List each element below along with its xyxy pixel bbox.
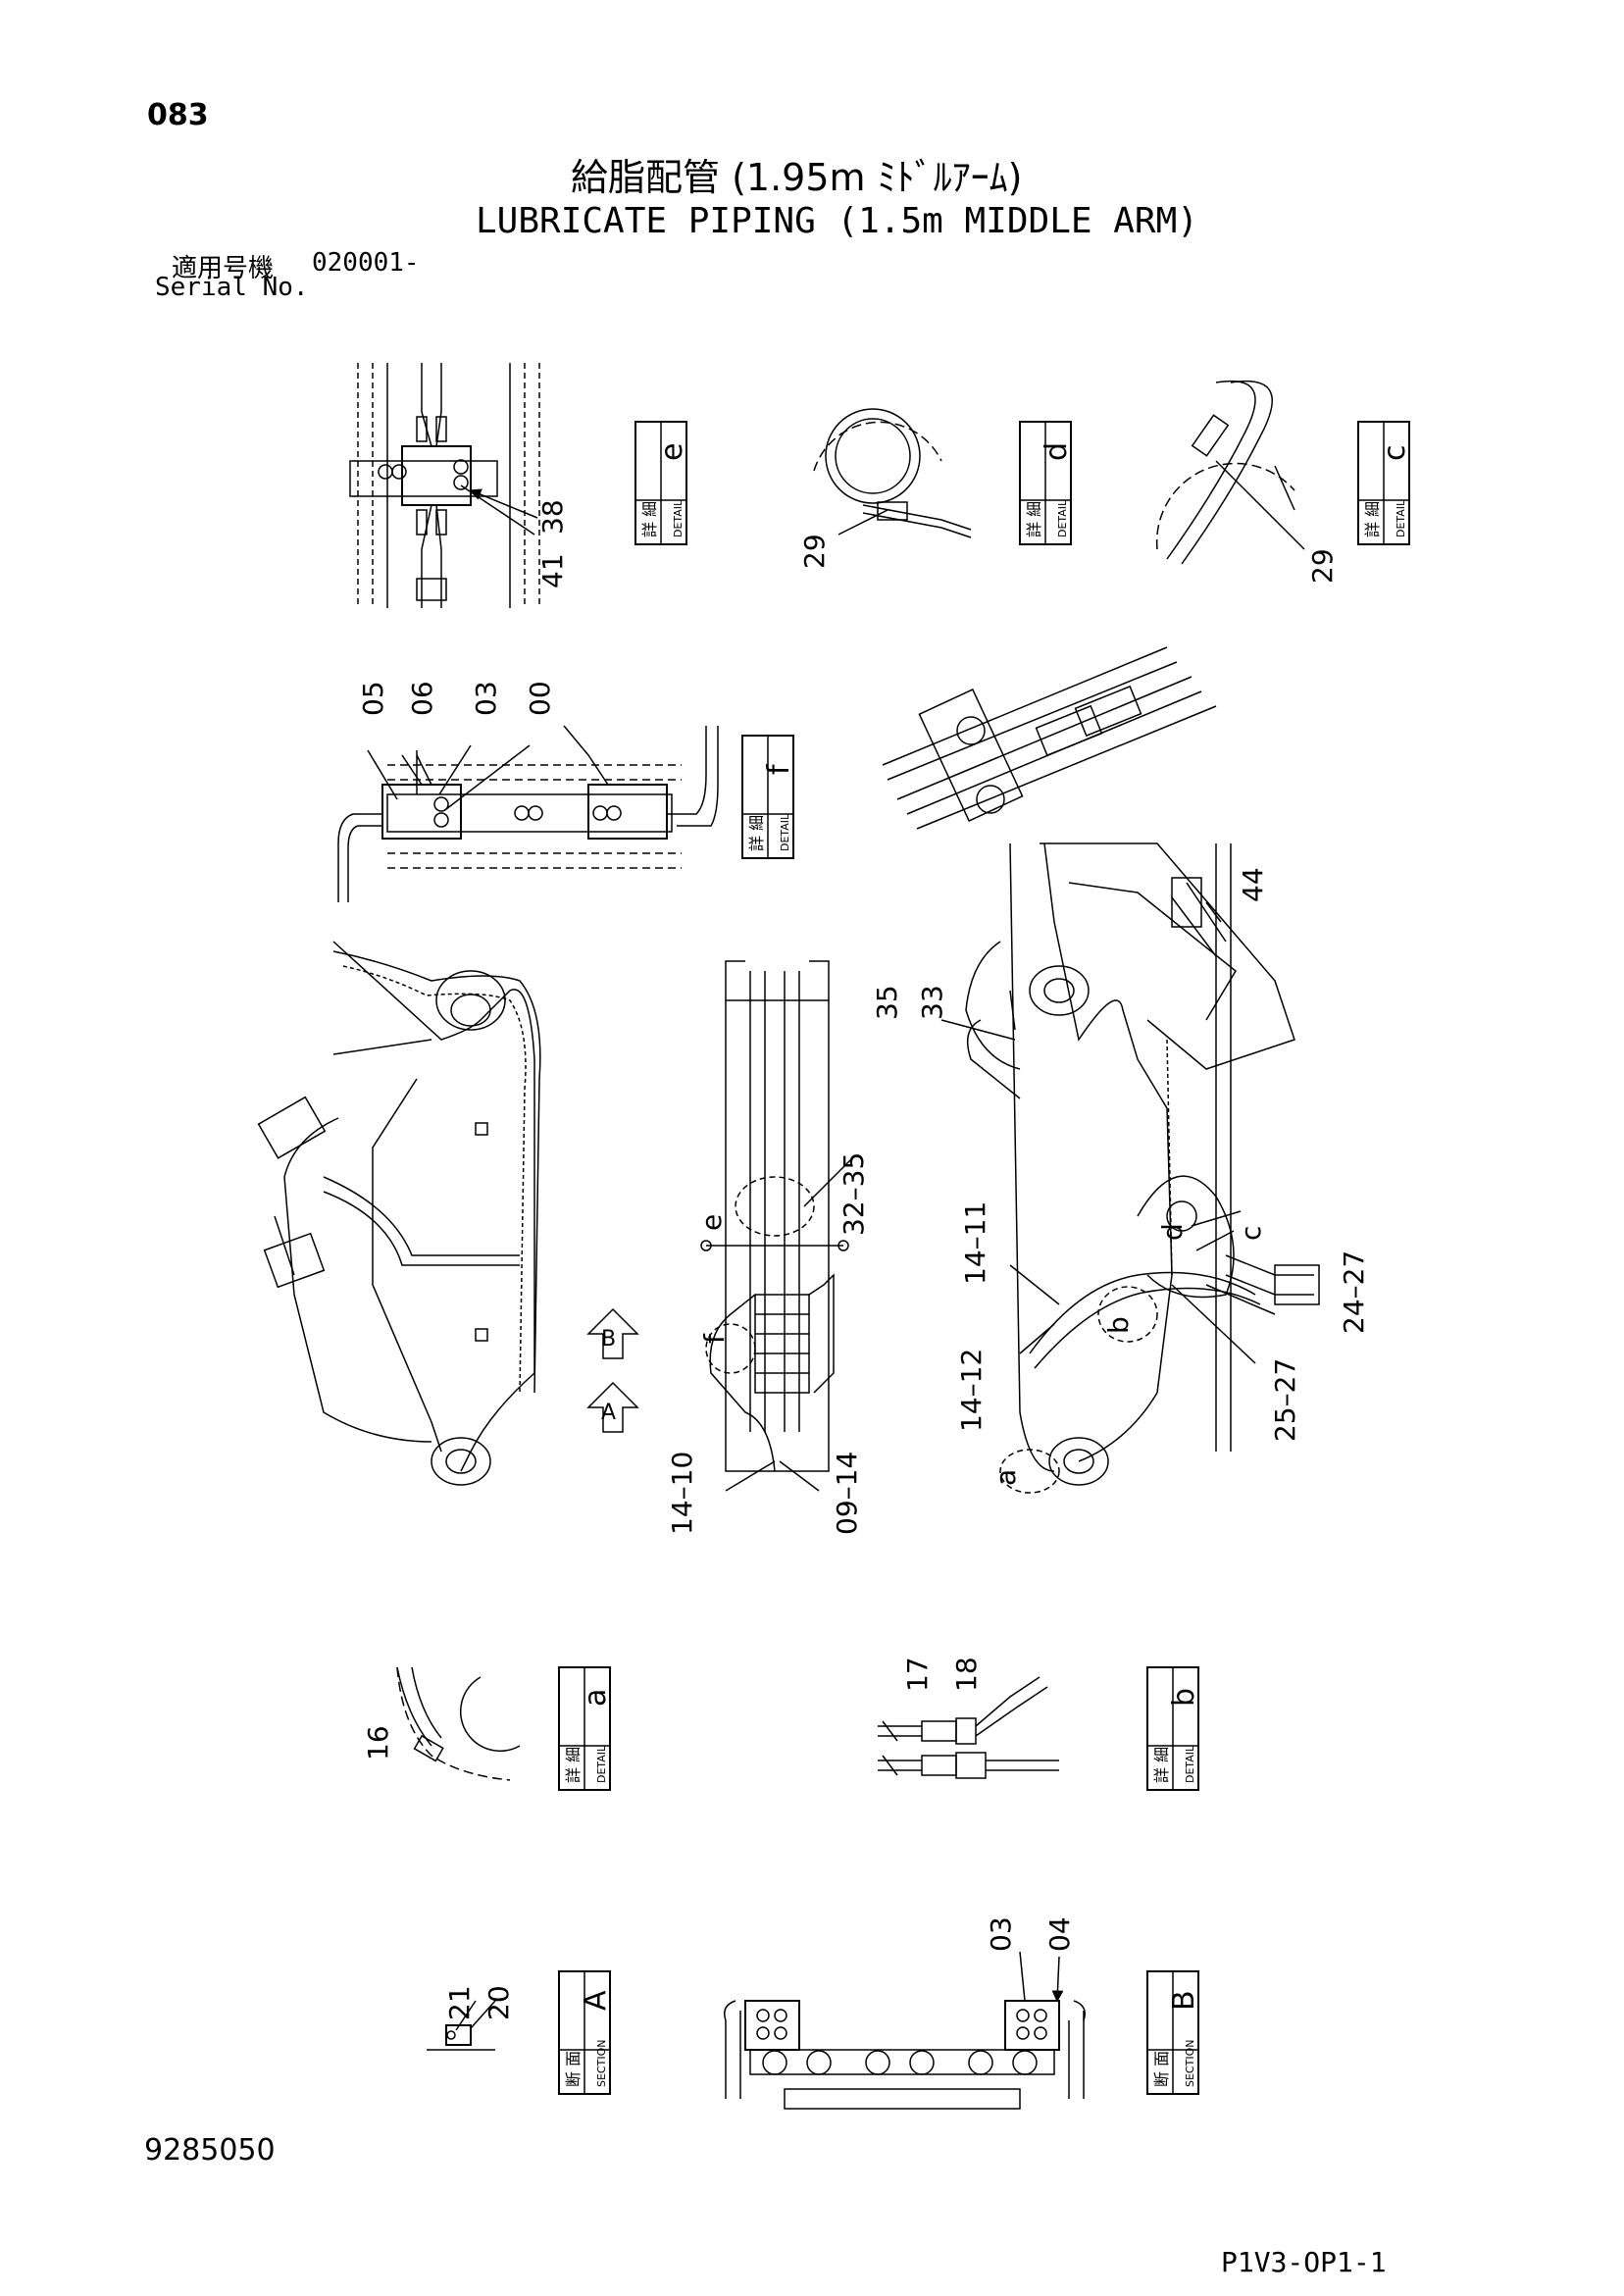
detail-label-en: DETAIL	[1184, 1745, 1196, 1783]
detail-box-e: e 詳 細 DETAIL	[634, 421, 689, 545]
detail-e-drawing	[349, 363, 540, 608]
callout-44: 44	[1237, 867, 1269, 902]
callout-04: 04	[1043, 1916, 1076, 1952]
detail-f-drawing	[337, 725, 719, 902]
section-label-jp: 断 面	[564, 2051, 583, 2087]
callout-03: 03	[985, 1916, 1017, 1952]
view-label-A: A	[601, 1401, 616, 1425]
detail-label-en: DETAIL	[779, 813, 791, 851]
detail-box-a: a 詳 細 DETAIL	[558, 1666, 613, 1791]
section-box-A: A 断 面 SECTION	[558, 1970, 613, 2095]
callout-25-27: 25–27	[1269, 1358, 1301, 1442]
callout-24-27: 24–27	[1338, 1250, 1370, 1334]
callout-14-11: 14–11	[959, 1201, 991, 1285]
callout-16: 16	[362, 1725, 394, 1760]
detail-label-jp: 詳 細	[564, 1747, 583, 1783]
view-arrow-B: B	[586, 1307, 639, 1359]
detail-letter-a: a	[579, 1689, 613, 1707]
detail-label-en: DETAIL	[1395, 499, 1407, 537]
callout-35: 35	[871, 985, 903, 1020]
title-japanese: 給脂配管 (1.95m ﾐﾄﾞﾙｱｰﾑ)	[571, 156, 1023, 199]
reference-d: d	[1156, 1223, 1189, 1241]
detail-box-b: b 詳 細 DETAIL	[1146, 1666, 1201, 1791]
view-arrow-A: A	[586, 1381, 639, 1433]
section-label-en: SECTION	[1184, 2040, 1196, 2087]
detail-box-c: c 詳 細 DETAIL	[1357, 421, 1412, 545]
document-number: 9285050	[144, 2133, 276, 2168]
arm-right-elevation	[940, 842, 1320, 1494]
page-number: 083	[147, 98, 209, 132]
callout-00: 00	[524, 681, 556, 716]
section-label-jp: 断 面	[1152, 2051, 1171, 2087]
callout-33: 33	[916, 985, 948, 1020]
callout-labels: 38 41 29 29 05 06 03 00 44 35 33 32–35 1…	[357, 499, 1370, 2020]
section-letter-A: A	[579, 1990, 613, 2011]
callout-14-10: 14–10	[666, 1452, 698, 1535]
view-label-B: B	[601, 1327, 616, 1352]
detail-box-d: d 詳 細 DETAIL	[1019, 421, 1074, 545]
callout-29: 29	[1306, 548, 1339, 584]
callout-20: 20	[482, 1985, 515, 2020]
section-A-drawing	[427, 2000, 496, 2051]
detail-label-jp: 詳 細	[1152, 1747, 1171, 1783]
callout-06: 06	[406, 681, 438, 716]
section-box-B: B 断 面 SECTION	[1146, 1970, 1201, 2095]
detail-label-en: DETAIL	[1056, 499, 1069, 537]
serial-label-japanese: 適用号機	[172, 254, 275, 283]
detail-label-jp: 詳 細	[640, 501, 659, 537]
detail-label-jp: 詳 細	[747, 815, 766, 851]
callout-18: 18	[950, 1657, 983, 1692]
callout-09-14: 09–14	[831, 1452, 863, 1535]
detail-letter-c: c	[1378, 445, 1412, 462]
serial-number-value: 020001-	[312, 248, 420, 278]
title-english: LUBRICATE PIPING (1.5m MIDDLE ARM)	[476, 201, 1198, 241]
detail-letter-e: e	[655, 443, 689, 461]
section-letter-B: B	[1167, 1990, 1201, 2011]
callout-29: 29	[798, 534, 831, 569]
detail-label-jp: 詳 細	[1025, 501, 1043, 537]
detail-b-drawing	[878, 1676, 1059, 1779]
detail-letter-d: d	[1040, 442, 1074, 461]
reference-a: a	[990, 1469, 1022, 1486]
callout-03: 03	[470, 681, 502, 716]
detail-c-drawing	[1155, 380, 1305, 565]
detail-letter-b: b	[1167, 1688, 1201, 1707]
arm-center-top-view	[700, 960, 854, 1492]
callout-41: 41	[536, 553, 569, 588]
sheet-code: P1V3-OP1-1	[1221, 2246, 1387, 2278]
callout-32-35: 32–35	[837, 1152, 870, 1236]
arm-left-elevation	[257, 941, 541, 1486]
serial-label-english: Serial No.	[155, 273, 309, 302]
detail-label-en: DETAIL	[672, 499, 685, 537]
callout-05: 05	[357, 681, 389, 716]
reference-f: f	[698, 1333, 731, 1344]
reference-e: e	[695, 1214, 728, 1231]
section-B-drawing	[724, 1951, 1086, 2110]
detail-letter-f: f	[762, 763, 796, 775]
oblique-arm-view	[882, 646, 1217, 830]
callout-17: 17	[901, 1657, 934, 1692]
detail-box-f: f 詳 細 DETAIL	[741, 735, 796, 859]
callout-21: 21	[443, 1985, 476, 2020]
detail-d-drawing	[813, 408, 972, 538]
callout-38: 38	[536, 499, 569, 535]
reference-b: b	[1102, 1316, 1135, 1334]
detail-a-drawing	[396, 1666, 521, 1781]
detail-label-en: DETAIL	[595, 1745, 608, 1783]
detail-label-jp: 詳 細	[1363, 501, 1382, 537]
callout-14-12: 14–12	[955, 1349, 988, 1432]
section-label-en: SECTION	[595, 2040, 608, 2087]
reference-c: c	[1235, 1226, 1267, 1241]
